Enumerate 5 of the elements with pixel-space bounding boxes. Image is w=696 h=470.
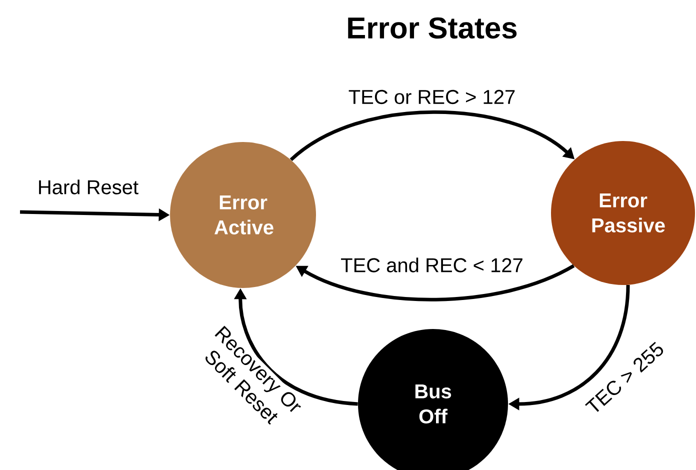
edge-label: Hard Reset	[36, 178, 140, 196]
edge-label: TEC > 255	[583, 339, 667, 417]
title: Error States	[348, 17, 517, 39]
edge-label: TEC or REC > 127	[347, 88, 517, 106]
edge-label: TEC and REC < 127	[340, 256, 524, 274]
